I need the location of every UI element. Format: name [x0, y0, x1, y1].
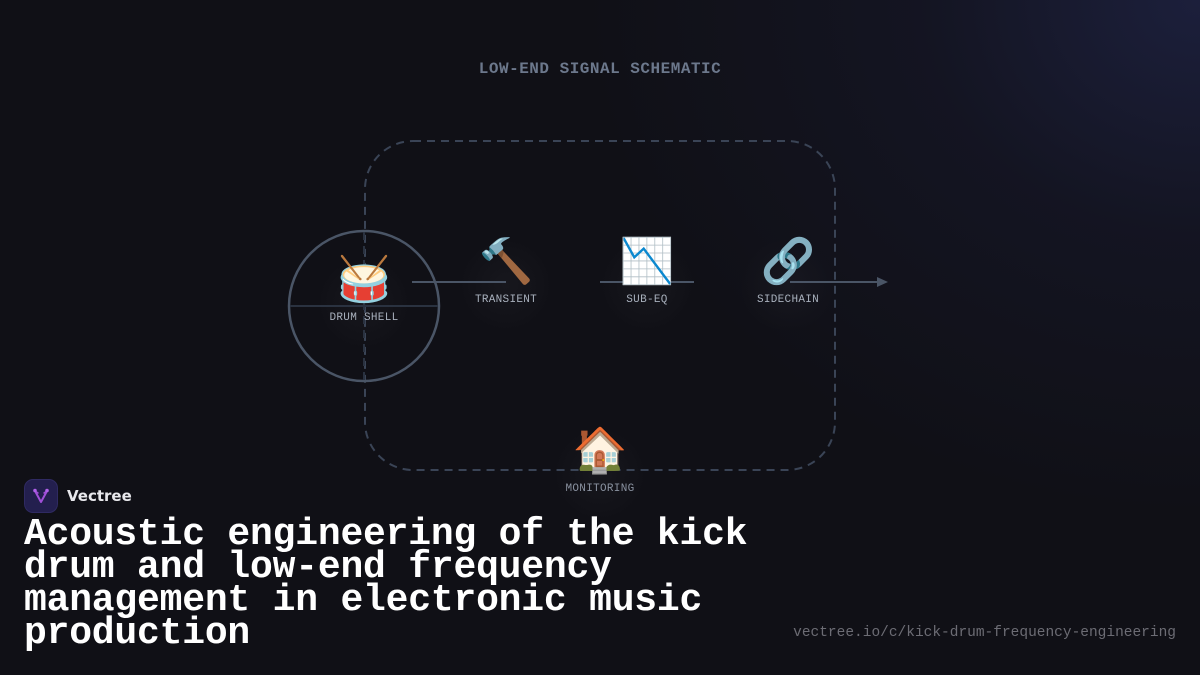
house-icon: 🏠	[572, 429, 628, 479]
page-title: Acoustic engineering of the kick drum an…	[24, 513, 748, 655]
arrowhead-icon	[877, 277, 888, 287]
node-transient: 🔨 TRANSIENT	[446, 240, 566, 330]
schematic-title: LOW-END SIGNAL SCHEMATIC	[478, 60, 722, 78]
drum-icon: 🥁	[336, 258, 392, 308]
drum-shell-circle	[287, 229, 441, 383]
vectree-logo-icon	[33, 488, 49, 503]
page-url: vectree.io/c/kick-drum-frequency-enginee…	[793, 625, 1176, 641]
hammer-icon: 🔨	[478, 240, 534, 290]
node-drum-shell: 🥁 DRUM SHELL	[304, 258, 424, 348]
chart-decreasing-icon: 📉	[619, 240, 675, 290]
link-icon: 🔗	[760, 240, 816, 290]
brand-logo	[24, 479, 58, 513]
node-monitoring: 🏠 MONITORING	[540, 429, 660, 519]
node-label: SIDECHAIN	[756, 294, 820, 306]
node-label: SUB-EQ	[626, 294, 668, 306]
node-label: TRANSIENT	[474, 294, 538, 306]
brand-name: Vectree	[67, 487, 132, 505]
node-label: DRUM SHELL	[329, 312, 399, 324]
node-sidechain: 🔗 SIDECHAIN	[728, 240, 848, 330]
node-sub-eq: 📉 SUB-EQ	[587, 240, 707, 330]
node-label: MONITORING	[565, 483, 635, 495]
brand: Vectree	[24, 479, 132, 513]
